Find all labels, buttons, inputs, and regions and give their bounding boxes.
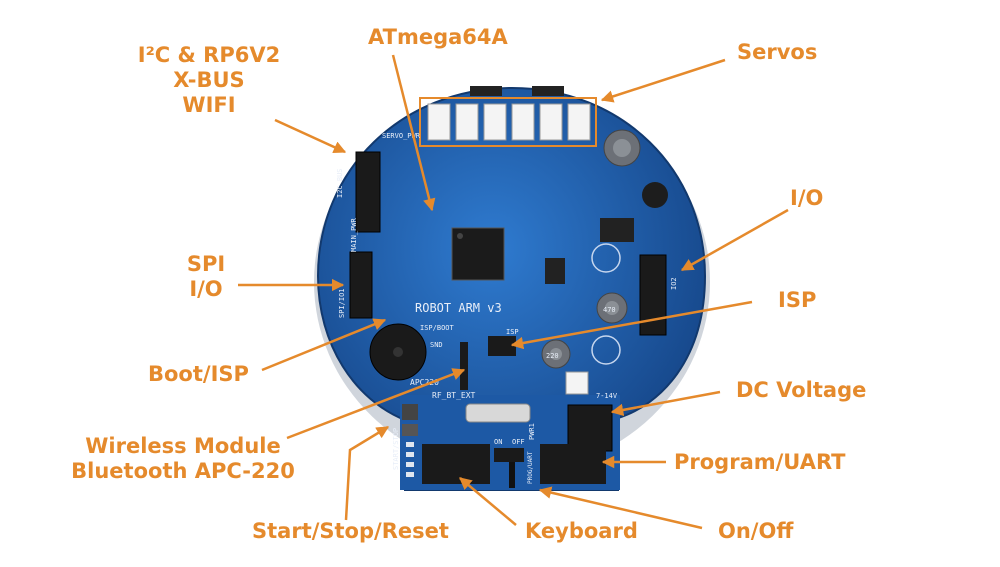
program-uart-header (540, 444, 606, 484)
label-i2c-line1: I²C & RP6V2 (137, 43, 281, 67)
label-dc-voltage: DC Voltage (736, 378, 867, 402)
silk-snd: SND (430, 341, 443, 349)
i2c-bus-header (355, 151, 381, 233)
silk-start-stop: START/STOP (392, 428, 400, 470)
silk-spi-io: SPI/IO1 (338, 288, 346, 318)
inductor-l1 (642, 182, 668, 208)
status-leds (406, 442, 414, 477)
jumper-r36 (470, 86, 502, 96)
silk-i2c-bus: I2C BUS (336, 168, 344, 198)
label-boot-isp: Boot/ISP (148, 362, 249, 386)
silk-cap-470: 470 (603, 306, 616, 314)
silk-prog-uart: PROG/UART (527, 451, 534, 484)
silk-isp: ISP (506, 328, 519, 336)
servo-highlight-box (419, 97, 597, 147)
white-connector (565, 371, 589, 395)
arrow-i2c (274, 118, 347, 154)
reset-button (402, 424, 418, 436)
silk-on: ON (494, 438, 502, 446)
arrow-isp (510, 300, 753, 350)
label-io-right: I/O (790, 186, 824, 210)
label-keyboard: Keyboard (525, 519, 638, 543)
dc-jack (567, 404, 613, 452)
label-spi-line1: SPI (186, 252, 226, 276)
arrow-boot-isp (261, 318, 387, 372)
silk-main-pwr: MAIN_PWR (350, 217, 358, 252)
arrow-keyboard (459, 477, 517, 526)
silk-servo-pwr: SERVO_PWR (382, 132, 421, 140)
label-servos: Servos (737, 40, 818, 64)
on-off-switch (494, 448, 524, 462)
label-start-stop-reset: Start/Stop/Reset (252, 519, 449, 543)
arrow-start-stop (344, 425, 390, 521)
fuse (465, 403, 531, 423)
arrow-io (680, 208, 789, 272)
silk-voltage: 7-14V (596, 392, 618, 400)
capacitor-top (613, 139, 631, 157)
arrow-atmega (391, 54, 436, 212)
silk-io2: IO2 (670, 277, 678, 290)
ic2-chip (545, 258, 565, 284)
arrow-dc-voltage (610, 390, 721, 417)
label-i2c-line3: WIFI (182, 93, 236, 118)
label-spi-line2: I/O (189, 277, 223, 302)
spi-io-header (349, 251, 373, 319)
label-on-off: On/Off (718, 519, 794, 543)
keyboard-header (422, 444, 490, 484)
regulator-chip (600, 218, 634, 242)
callout-arrows (238, 54, 789, 530)
label-i2c-group: I²C & RP6V2 X-BUS WIFI (128, 43, 290, 119)
label-program-uart: Program/UART (674, 450, 846, 474)
label-wireless-line2: Bluetooth APC-220 (71, 459, 295, 484)
label-spi-group: SPI I/O (176, 252, 236, 302)
jumper-r35 (532, 86, 564, 96)
silk-board-title: ROBOT ARM v3 (415, 301, 502, 315)
silk-apc220: APC220 (410, 378, 439, 387)
label-atmega64a: ATmega64A (368, 25, 508, 49)
silk-isp-boot: ISP/BOOT (420, 324, 455, 332)
silk-off: OFF (512, 438, 525, 446)
switch-lever (509, 462, 515, 488)
arrow-on-off (538, 486, 703, 530)
io2-header (639, 254, 667, 336)
isp-header (488, 336, 516, 356)
apc220-header (460, 342, 468, 390)
silk-pwr1: PWR1 (528, 423, 536, 440)
label-wireless-line1: Wireless Module (85, 434, 281, 458)
label-wireless-group: Wireless Module Bluetooth APC-220 (64, 434, 302, 484)
arrow-servos (600, 58, 726, 103)
label-i2c-line2: X-BUS (173, 68, 245, 93)
arrow-wireless (286, 368, 466, 440)
silk-rf-bt-ext: RF_BT_EXT (432, 391, 476, 400)
start-stop-button (402, 404, 418, 420)
servo-connectors (427, 103, 591, 141)
label-isp: ISP (778, 288, 817, 312)
silk-cap-220: 220 (546, 352, 559, 360)
